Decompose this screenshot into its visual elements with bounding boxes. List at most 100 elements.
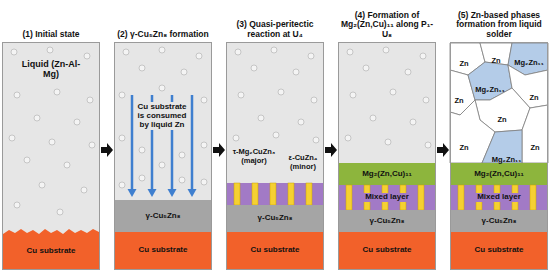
- epsilon-bar: [270, 183, 276, 205]
- substrate-band: Cu substrate: [115, 232, 211, 269]
- title-slot: (4) Formation of Mg₂(Zn,Cu)₁₁ along P₁-U…: [338, 1, 436, 40]
- grain-label: Zn: [454, 97, 463, 105]
- process-note: Cu substrate is consumed by liquid Zn: [134, 102, 190, 130]
- gamma-layer: γ-Cu₅Zn₈: [339, 210, 435, 232]
- illustration-group: [339, 163, 435, 269]
- grain-label: Zn: [529, 94, 538, 102]
- intermetallic-layer: Mg₂(Zn,Cu)₁₁: [451, 163, 547, 185]
- label-slot: Cu substrate is consumed by liquid Zn: [134, 102, 190, 130]
- layer-label: Cu substrate: [27, 247, 76, 256]
- epsilon-bar: [288, 183, 294, 205]
- bubble: [181, 69, 187, 75]
- bubble: [420, 53, 426, 59]
- substrate-band: Cu substrate: [3, 234, 99, 269]
- gamma-layer: [339, 210, 435, 232]
- gamma-layer: γ-Cu₅Zn₈: [227, 205, 323, 232]
- bubble: [238, 92, 244, 98]
- bubble: [345, 135, 351, 141]
- label-slot: ε-CuZn₄ (minor): [284, 154, 322, 171]
- title-slot: (5) Zn-based phases formation from liqui…: [450, 1, 548, 40]
- epsilon-bar: [530, 185, 536, 210]
- illustration-group: [450, 43, 548, 269]
- bubble: [119, 182, 125, 188]
- label-slot: τ-Mg₂CuZn₃ (major): [227, 148, 281, 165]
- flow-arrow: [131, 95, 134, 190]
- mixed-layer: [227, 183, 323, 205]
- cu-substrate: [3, 229, 99, 269]
- mg-layer: [339, 163, 435, 185]
- bubble: [423, 97, 429, 103]
- bubble: [196, 53, 202, 59]
- layer-label: γ-Cu₅Zn₈: [482, 217, 517, 226]
- bubble: [347, 49, 353, 55]
- gamma-layer: γ-Cu₅Zn₈: [115, 200, 211, 232]
- bubble: [119, 92, 125, 98]
- bubble: [159, 162, 165, 168]
- layer-label: Cu substrate: [363, 246, 412, 255]
- phase-label: Liquid (Zn-Al-Mg): [20, 59, 82, 80]
- bubble: [350, 92, 356, 98]
- bubble: [9, 135, 15, 141]
- bubble: [123, 49, 129, 55]
- flow-arrow-head: [188, 189, 197, 197]
- grain-label: Zn: [459, 60, 468, 68]
- bubble: [308, 53, 314, 59]
- phase-label: τ-Mg₂CuZn₃ (major): [227, 148, 281, 165]
- bubble: [54, 89, 60, 95]
- bubble: [405, 69, 411, 75]
- liquid-ground: [226, 42, 324, 270]
- substrate-band: Cu substrate: [227, 232, 323, 269]
- bubble: [84, 53, 90, 59]
- stage-arrow: [213, 143, 225, 157]
- stage-arrow: [325, 143, 337, 157]
- stage-title: (1) Initial state: [2, 30, 100, 40]
- bubble: [119, 135, 125, 141]
- bubble: [385, 139, 391, 145]
- bubble: [89, 142, 95, 148]
- bubble: [410, 119, 416, 125]
- bubble: [64, 162, 70, 168]
- stage-panel: (1) Initial stateLiquid (Zn-Al-Mg) Cu sub…: [2, 0, 100, 270]
- intermetallic-layer: Mg₂(Zn,Cu)₁₁: [339, 163, 435, 185]
- flow-arrow-head: [148, 189, 157, 197]
- cu-substrate: [451, 232, 547, 269]
- mg-grain: [482, 130, 522, 163]
- mixed-layer: Mixed layer: [339, 185, 435, 210]
- bubble: [383, 47, 389, 53]
- layer-label: Mixed layer: [363, 193, 411, 202]
- bubble: [24, 157, 30, 163]
- bubble: [139, 65, 145, 71]
- layer-label: γ-Cu₅Zn₈: [146, 212, 181, 221]
- epsilon-bar: [252, 183, 258, 205]
- stage-panel: (3) Quasi-peritectic reaction at U₄ γ-Cu₅…: [226, 0, 324, 270]
- flow-arrow-head: [168, 189, 177, 197]
- bubble: [363, 65, 369, 71]
- gamma-layer: [115, 200, 211, 232]
- mixed-layer: Mixed layer: [451, 185, 547, 210]
- bubble: [201, 142, 207, 148]
- epsilon-bar: [234, 183, 240, 205]
- bubble: [159, 47, 165, 53]
- bubble: [159, 85, 165, 91]
- grain-label: Mg₂Zn₁₁: [514, 59, 544, 67]
- mg-layer: [451, 163, 547, 185]
- cu-substrate: [115, 232, 211, 269]
- title-slot: (3) Quasi-peritectic reaction at U₄: [226, 1, 324, 40]
- stage-panel: (5) Zn-based phases formation from liqui…: [450, 0, 548, 270]
- layer-label: Mg₂(Zn,Cu)₁₁: [474, 170, 524, 179]
- grain-label: Zn: [497, 116, 506, 124]
- epsilon-bar: [458, 185, 464, 210]
- bubble: [251, 65, 257, 71]
- illustration-group: [115, 95, 211, 269]
- bubble: [298, 119, 304, 125]
- panel-frame: [3, 43, 100, 270]
- layer-label: γ-Cu₅Zn₈: [258, 214, 293, 223]
- bubble: [390, 89, 396, 95]
- stage-title: (2) γ-Cu₅Zn₈ formation: [114, 30, 212, 40]
- cu-substrate: [339, 232, 435, 269]
- cu-substrate: [227, 232, 323, 269]
- grain-label: Zn: [491, 57, 500, 65]
- stage-panel: (2) γ-Cu₅Zn₈ formation γ-Cu₅Zn₈ Cu substra…: [114, 0, 212, 270]
